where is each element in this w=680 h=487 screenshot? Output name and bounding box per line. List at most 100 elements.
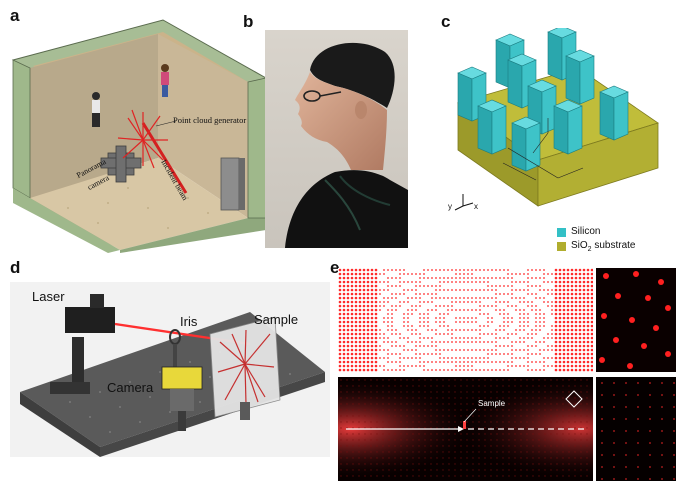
pattern-dot	[547, 273, 549, 275]
pattern-dot	[590, 288, 593, 292]
pattern-dot	[490, 409, 492, 411]
pattern-dot	[566, 304, 570, 308]
pattern-dot	[394, 457, 396, 459]
pattern-dot	[454, 385, 456, 387]
pattern-dot	[558, 312, 562, 316]
pattern-dot	[520, 409, 522, 411]
pattern-dot	[554, 320, 558, 324]
pattern-dot	[562, 312, 566, 316]
pattern-dot	[395, 361, 397, 363]
pattern-dot	[436, 439, 438, 441]
pattern-dot	[479, 309, 481, 311]
pattern-dot	[562, 288, 566, 292]
pattern-dot	[491, 305, 493, 307]
pattern-dot	[562, 457, 564, 459]
pattern-dot	[568, 451, 570, 453]
pattern-dot	[358, 409, 360, 411]
pattern-dot	[570, 352, 574, 356]
pattern-dot	[551, 337, 553, 339]
pattern-dot	[419, 285, 421, 287]
pattern-dot	[558, 332, 562, 336]
pattern-dot	[448, 433, 450, 435]
pattern-dot	[467, 365, 469, 367]
pattern-dot	[431, 293, 433, 295]
pattern-dot	[508, 469, 510, 471]
pattern-dot	[515, 305, 517, 307]
pattern-dot	[448, 475, 450, 477]
pattern-dot	[490, 457, 492, 459]
pattern-dot	[566, 288, 570, 292]
pattern-dot	[483, 281, 485, 283]
pattern-dot	[539, 325, 541, 327]
pattern-dot	[532, 445, 534, 447]
pattern-dot	[496, 463, 498, 465]
pattern-dot	[374, 316, 378, 320]
pattern-dot	[535, 361, 537, 363]
pattern-dot	[543, 357, 545, 359]
pattern-dot	[430, 457, 432, 459]
pattern-dot	[586, 312, 590, 316]
pattern-dot	[443, 369, 445, 371]
pattern-dot	[566, 276, 570, 280]
pattern-dot	[407, 309, 409, 311]
pattern-dot	[490, 403, 492, 405]
pattern-dot	[586, 457, 588, 459]
pattern-dot	[544, 457, 546, 459]
pattern-dot	[358, 352, 362, 356]
pattern-dot	[543, 317, 545, 319]
pattern-dot	[484, 421, 486, 423]
pattern-dot	[508, 409, 510, 411]
pattern-dot	[466, 427, 468, 429]
pattern-dot	[586, 415, 588, 417]
pattern-dot	[514, 403, 516, 405]
pattern-dot	[366, 272, 370, 276]
pattern-dot	[354, 332, 358, 336]
pattern-dot	[661, 430, 663, 432]
pattern-dot	[412, 415, 414, 417]
pattern-dot	[412, 427, 414, 429]
pattern-dot	[459, 329, 461, 331]
pattern-dot	[507, 301, 509, 303]
pattern-dot	[376, 463, 378, 465]
pattern-dot	[342, 360, 346, 364]
pattern-dot	[550, 451, 552, 453]
pattern-dot	[454, 475, 456, 477]
pattern-dot	[570, 268, 574, 272]
pattern-dot	[558, 308, 562, 312]
pattern-dot	[399, 281, 401, 283]
pattern-dot	[442, 397, 444, 399]
pattern-dot	[451, 305, 453, 307]
pattern-dot	[558, 340, 562, 344]
pattern-dot	[382, 385, 384, 387]
pattern-dot	[374, 312, 378, 316]
pattern-dot	[578, 344, 582, 348]
pattern-dot	[578, 368, 582, 372]
pattern-dot	[411, 305, 413, 307]
pattern-dot	[566, 316, 570, 320]
pattern-dot	[436, 469, 438, 471]
pattern-dot	[400, 439, 402, 441]
pattern-dot	[562, 364, 566, 368]
pattern-dot	[582, 356, 586, 360]
pattern-dot	[582, 320, 586, 324]
pattern-dot	[443, 349, 445, 351]
pattern-dot	[346, 328, 350, 332]
pattern-dot	[508, 379, 510, 381]
pattern-dot	[507, 317, 509, 319]
pattern-dot	[354, 348, 358, 352]
pattern-dot	[388, 379, 390, 381]
pattern-dot	[370, 439, 372, 441]
pattern-dot	[570, 300, 574, 304]
pattern-dot	[423, 353, 425, 355]
pattern-dot	[362, 320, 366, 324]
pattern-dot	[649, 478, 651, 480]
pattern-dot	[580, 469, 582, 471]
pattern-dot	[346, 348, 350, 352]
pattern-dot	[419, 361, 421, 363]
pattern-dot	[483, 269, 485, 271]
panel-e-dots-group	[338, 268, 593, 372]
pattern-dot	[479, 289, 481, 291]
pattern-dot	[342, 340, 346, 344]
pattern-dot	[562, 415, 564, 417]
pattern-dot	[487, 325, 489, 327]
